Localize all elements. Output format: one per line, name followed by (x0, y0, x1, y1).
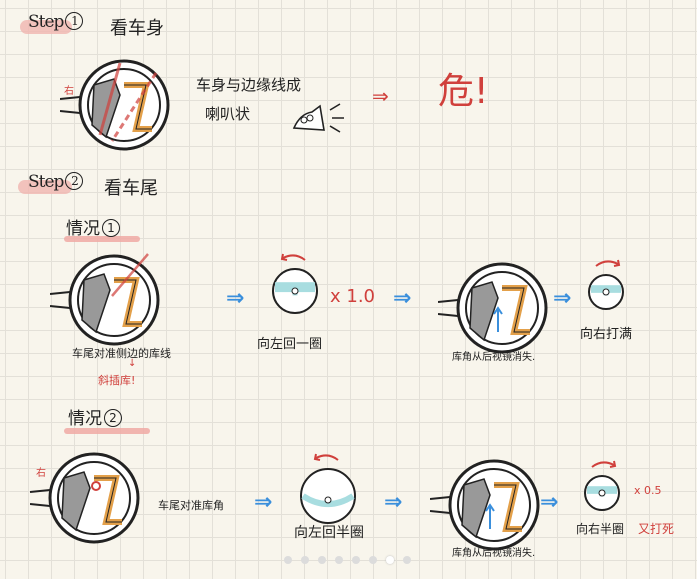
case1-mirror-caption: 车尾对准侧边的库线 (72, 347, 171, 360)
case2-wheel1-caption: 向左回半圈 (294, 525, 364, 541)
arrow-icon: ⇒ (372, 84, 389, 108)
arrow-icon: ⇒ (540, 490, 559, 515)
step-label: Step (28, 172, 64, 192)
pagination-dot[interactable] (369, 556, 377, 564)
step2-title: 看车尾 (104, 178, 158, 199)
pagination-dot[interactable] (284, 556, 292, 564)
pagination-dot[interactable] (301, 556, 309, 564)
case2-wheel2-caption: 向右半圈 (576, 522, 625, 536)
steering-wheel-icon (296, 450, 360, 534)
case-label: 情况 (68, 409, 102, 429)
step1-title: 看车身 (110, 18, 164, 39)
case2-mirror-caption: 车尾对准库角 (158, 499, 224, 512)
arrow-icon: ⇒ (393, 286, 412, 311)
case1-wheel2-caption: 向右打满 (580, 327, 633, 342)
arrow-icon: ⇒ (553, 286, 572, 311)
side-label: 右 (36, 468, 46, 479)
pagination-dot[interactable] (386, 556, 394, 564)
case2-note: 又打死 (638, 522, 675, 536)
step-label: Step (28, 12, 64, 32)
step-number: 1 (65, 12, 84, 30)
case2-mirror2-caption: 库角从后视镜消失. (452, 548, 536, 559)
speaker-icon (290, 100, 348, 140)
pagination-dots (284, 556, 411, 564)
case1-mirror2-caption: 库角从后视镜消失. (452, 352, 536, 363)
step-number: 2 (65, 172, 84, 190)
arrow-icon: ⇒ (254, 490, 273, 515)
mirror-illustration (59, 55, 170, 159)
pagination-dot[interactable] (352, 556, 360, 564)
mirror-illustration (429, 455, 540, 559)
arrow-icon: ⇒ (384, 490, 403, 515)
side-label: 右 (64, 86, 74, 97)
case1-wheel1-caption: 向左回一圈 (257, 337, 323, 352)
mirror-illustration (437, 258, 548, 362)
pagination-dot[interactable] (318, 556, 326, 564)
pagination-dot[interactable] (335, 556, 343, 564)
steering-wheel-icon (580, 457, 624, 521)
danger-result: 危! (438, 71, 489, 112)
down-arrow-icon: ↓ (128, 358, 137, 369)
case1-warning: 斜插库! (98, 374, 136, 387)
case-number: 1 (102, 219, 120, 237)
step1-desc-line1: 车身与边缘线成 (196, 76, 302, 94)
step1-desc-line2: 喇叭状 (205, 105, 251, 123)
case2-multiplier: x 0.5 (634, 484, 662, 497)
arrow-icon: ⇒ (226, 286, 245, 311)
steering-wheel-icon (584, 256, 628, 320)
case-label: 情况 (66, 219, 100, 239)
pagination-dot[interactable] (403, 556, 411, 564)
case-number: 2 (104, 409, 122, 427)
mirror-illustration (29, 448, 140, 552)
case1-multiplier: x 1.0 (330, 286, 375, 307)
mirror-illustration (49, 250, 160, 354)
steering-wheel-icon (268, 250, 322, 324)
